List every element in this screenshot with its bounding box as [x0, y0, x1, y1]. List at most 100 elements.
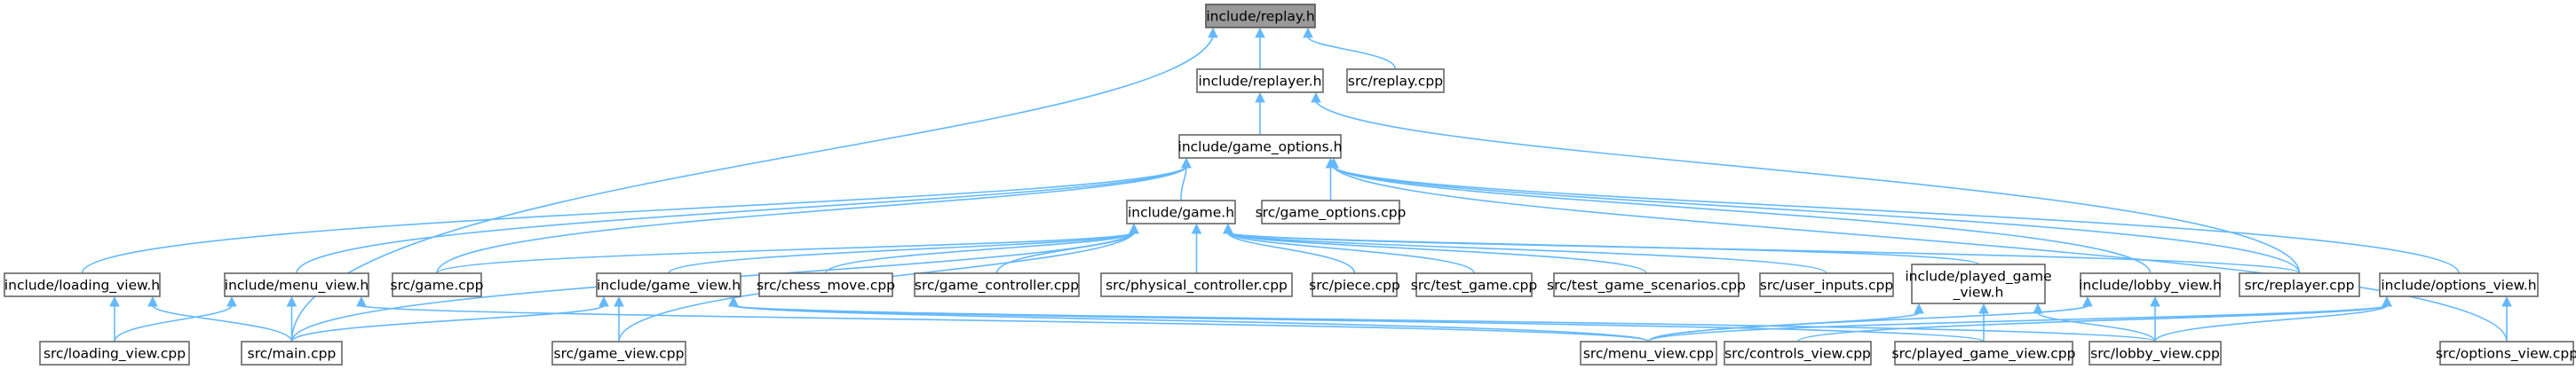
node-box [1553, 272, 1740, 297]
edge-line [361, 305, 1650, 342]
edge-replay-h-to-replayer-h [1255, 27, 1265, 69]
edge-menu-view-h-to-main-cpp [286, 295, 297, 342]
arrowhead-icon [286, 295, 297, 307]
node-box [1261, 200, 1400, 224]
arrowhead-icon [1328, 157, 1339, 169]
edge-line [81, 167, 1187, 274]
edge-line [1307, 36, 1397, 70]
node-label: include/menu_view.h [225, 278, 369, 295]
node-game-h[interactable]: include/game.h [1126, 200, 1236, 224]
node-physical-controller-cpp[interactable]: src/physical_controller.cpp [1100, 272, 1293, 297]
node-options-view-h[interactable]: include/options_view.h [2379, 272, 2539, 297]
node-box [1346, 68, 1445, 93]
node-piece-cpp[interactable]: src/piece.cpp [1309, 272, 1400, 297]
node-replay-h[interactable]: include/replay.h [1205, 4, 1316, 28]
node-main-cpp[interactable]: src/main.cpp [241, 341, 343, 366]
arrowhead-icon [356, 295, 367, 307]
edge-game-options-h-to-game-cpp [436, 157, 1192, 274]
node-game-view-cpp[interactable]: src/game_view.cpp [551, 341, 686, 366]
edge-line [1180, 167, 1187, 201]
edge-lobby-view-h-to-menu-view-cpp [1647, 295, 2093, 342]
node-chess-move-cpp[interactable]: src/chess_move.cpp [757, 272, 895, 297]
node-loading-view-h[interactable]: include/loading_view.h [4, 272, 161, 297]
node-user-inputs-cpp[interactable]: src/user_inputs.cpp [1759, 272, 1894, 297]
node-played-game-view-cpp[interactable]: src/played_game_view.cpp [1892, 341, 2076, 366]
node-box [1580, 341, 1717, 366]
node-label: src/loading_view.cpp [44, 346, 186, 363]
node-label: src/controls_view.cpp [1724, 346, 1871, 363]
node-replayer-cpp[interactable]: src/replayer.cpp [2239, 272, 2360, 297]
node-label: src/piece.cpp [1309, 278, 1400, 294]
edge-line [290, 305, 605, 342]
arrowhead-icon [614, 295, 624, 307]
node-loading-view-cpp[interactable]: src/loading_view.cpp [39, 341, 190, 366]
edge-line [114, 305, 233, 342]
node-label: src/played_game_view.cpp [1892, 346, 2076, 363]
edge-game-h-to-physical-controller-cpp [1191, 223, 1202, 274]
node-game-view-h[interactable]: include/game_view.h [596, 272, 741, 297]
node-lobby-view-h[interactable]: include/lobby_view.h [2079, 272, 2222, 297]
node-label: src/replay.cpp [1348, 74, 1443, 90]
edge-played-game-view-h-to-lobby-view-cpp [2033, 303, 2156, 342]
arrowhead-icon [1223, 223, 1233, 234]
node-label: include/game_options.h [1178, 139, 1343, 156]
node-controls-view-cpp[interactable]: src/controls_view.cpp [1724, 341, 1872, 366]
edge-line [296, 167, 1187, 274]
edge-options-view-h-to-lobby-view-cpp [2154, 295, 2392, 342]
node-label: include/played_game [1905, 269, 2051, 286]
node-label: src/game.cpp [391, 278, 484, 294]
edge-game-h-to-replayer-cpp [1223, 223, 2301, 274]
node-game-options-cpp[interactable]: src/game_options.cpp [1256, 200, 1407, 224]
node-label: include/lobby_view.h [2079, 278, 2222, 295]
edge-line [2037, 312, 2156, 342]
node-box [2089, 341, 2222, 366]
edge-game-options-h-to-loading-view-h [81, 157, 1192, 274]
arrowhead-icon [1181, 157, 1192, 169]
node-test-game-cpp[interactable]: src/test_game.cpp [1411, 272, 1537, 297]
node-menu-view-cpp[interactable]: src/menu_view.cpp [1580, 341, 1717, 366]
edge-line [1227, 232, 2301, 274]
arrowhead-icon [1208, 27, 1218, 38]
node-label: src/test_game_scenarios.cpp [1547, 278, 1746, 295]
node-options-view-cpp[interactable]: src/options_view.cpp [2436, 341, 2576, 366]
arrowhead-icon [1303, 27, 1313, 38]
edge-line [1227, 232, 1356, 274]
node-label: src/physical_controller.cpp [1106, 278, 1288, 295]
nodes-layer: include/replay.h include/replayer.h src/re… [4, 4, 2576, 366]
node-box [241, 341, 343, 366]
node-label: include/loading_view.h [4, 278, 160, 295]
node-box [39, 341, 190, 366]
node-box [2439, 341, 2574, 366]
node-label: include/options_view.h [2381, 278, 2536, 295]
edge-options-view-h-to-options-view-cpp [2501, 295, 2512, 342]
node-replay-cpp[interactable]: src/replay.cpp [1346, 68, 1445, 93]
edge-line [825, 232, 1135, 274]
edge-line [2154, 305, 2388, 342]
node-menu-view-h[interactable]: include/menu_view.h [224, 272, 369, 297]
arrowhead-icon [2150, 295, 2160, 307]
node-label: src/chess_move.cpp [757, 278, 895, 295]
edge-lobby-view-h-to-lobby-view-cpp [2150, 295, 2160, 342]
arrowhead-icon [109, 295, 120, 307]
node-box [2379, 272, 2539, 297]
edge-line [1227, 232, 1827, 274]
node-test-game-scenarios-cpp[interactable]: src/test_game_scenarios.cpp [1547, 272, 1746, 297]
node-game-cpp[interactable]: src/game.cpp [391, 272, 484, 297]
arrowhead-icon [1978, 303, 1989, 314]
node-game-options-h[interactable]: include/game_options.h [1178, 134, 1343, 159]
edges-layer [81, 27, 2512, 342]
node-label: include/replayer.h [1198, 74, 1321, 90]
node-label: src/game_view.cpp [554, 346, 685, 363]
edge-menu-view-h-to-menu-view-cpp [356, 295, 1650, 342]
node-lobby-view-cpp[interactable]: src/lobby_view.cpp [2089, 341, 2222, 366]
node-box [596, 272, 741, 297]
node-replayer-h[interactable]: include/replayer.h [1196, 68, 1324, 93]
edge-line [1796, 305, 2388, 342]
node-label: src/test_game.cpp [1411, 278, 1537, 295]
edge-line [1227, 232, 1647, 274]
node-label: src/options_view.cpp [2436, 346, 2576, 363]
arrowhead-icon [728, 295, 739, 307]
node-game-controller-cpp[interactable]: src/game_controller.cpp [914, 272, 1080, 297]
node-played-game-view-h[interactable]: include/played_game_view.h [1905, 264, 2052, 304]
